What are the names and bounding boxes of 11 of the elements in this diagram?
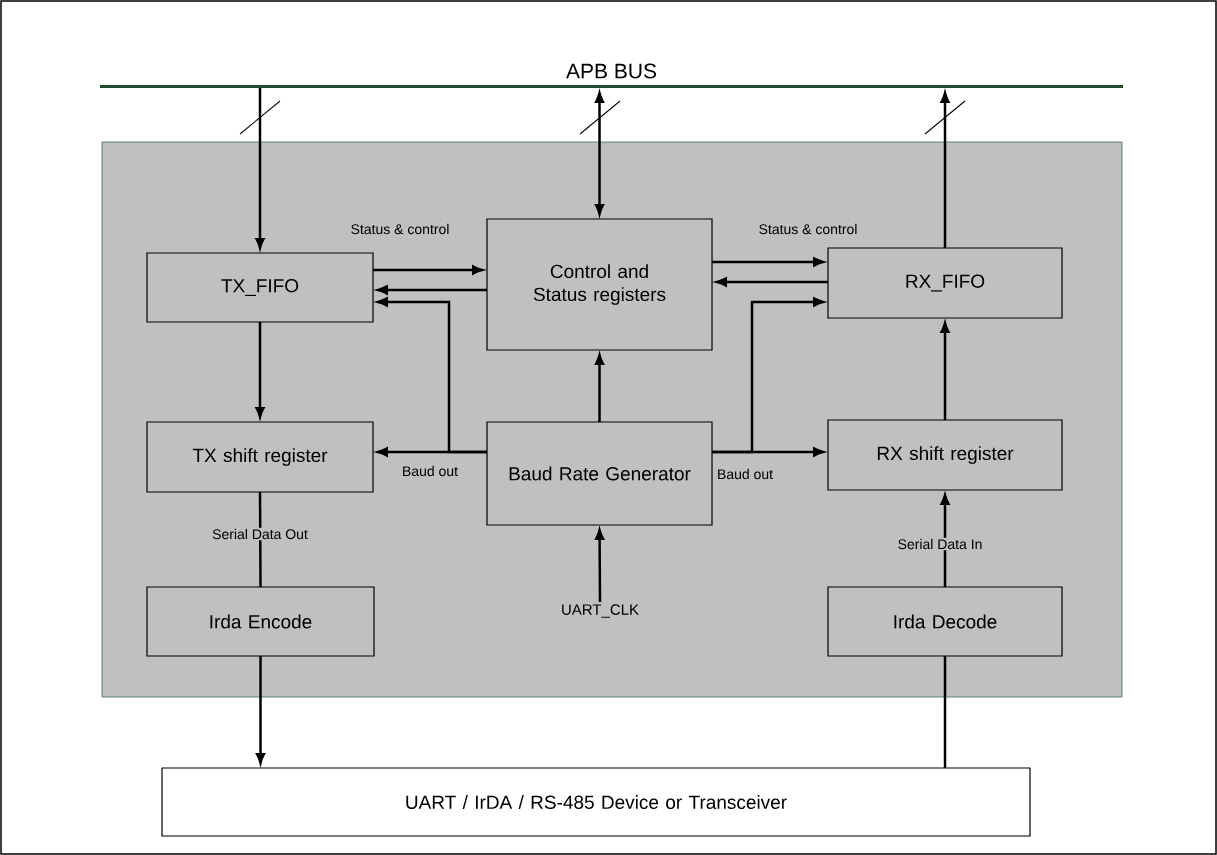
block-box: RX_FIFO — [827, 247, 1063, 319]
block-box: RX shift register — [827, 419, 1063, 491]
block-box: Baud Rate Generator — [486, 421, 713, 526]
device-box: UART / IrDA / RS-485 Device or Transceiver — [161, 767, 1031, 837]
block-box: Irda Encode — [146, 586, 375, 657]
bus-line: APB BUS — [100, 63, 1123, 88]
block-box: TX shift register — [146, 421, 374, 493]
block-box: TX_FIFO — [146, 252, 374, 323]
signal-label: UART_CLK — [562, 604, 639, 618]
block-box: Irda Decode — [827, 586, 1063, 657]
block-box: Control and Status registers — [486, 218, 713, 351]
